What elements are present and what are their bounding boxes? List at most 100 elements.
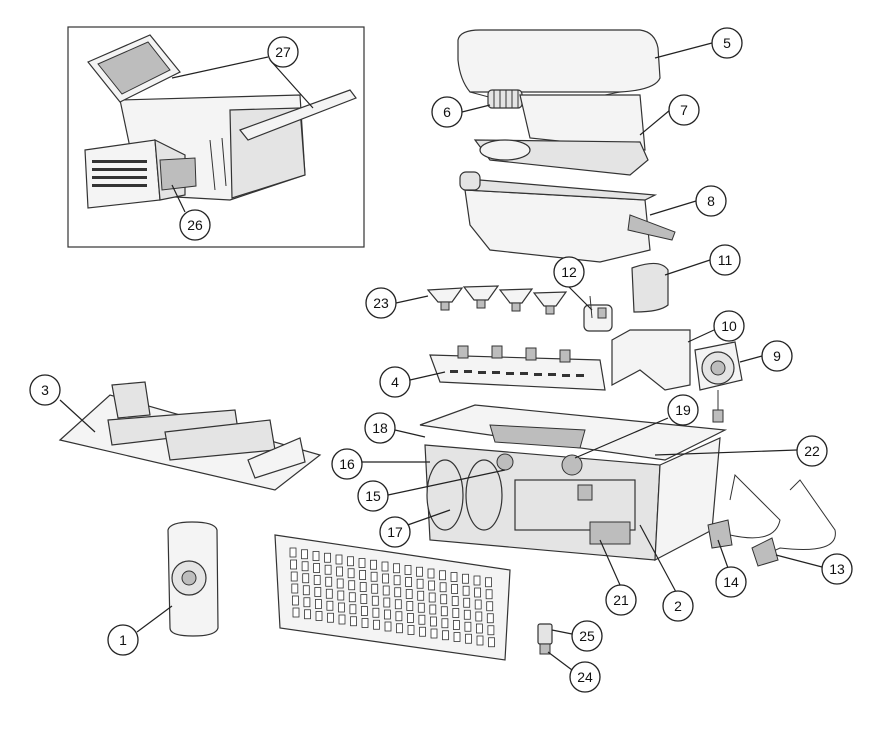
grille-slot [417, 590, 425, 601]
grille-slot [474, 587, 482, 598]
svg-text:23: 23 [373, 295, 389, 311]
grille-slot [405, 589, 413, 599]
callout-17: 17 [379, 516, 411, 548]
grille-slot [348, 580, 356, 591]
svg-text:2: 2 [674, 598, 682, 614]
callout-4: 4 [379, 366, 411, 398]
grille-slot [359, 570, 367, 580]
svg-text:1: 1 [119, 632, 127, 648]
grille-slot [416, 566, 423, 577]
grille-slot [335, 554, 343, 565]
grille-slot [451, 584, 459, 594]
grille-slot [326, 600, 334, 611]
grille-slot [290, 571, 298, 582]
grille-slot [419, 626, 426, 637]
grille-slot [428, 580, 436, 591]
grille-slot [487, 625, 495, 636]
svg-text:4: 4 [391, 374, 399, 390]
grille-slot [394, 587, 402, 598]
grille-slot [440, 594, 448, 605]
grille-slot [485, 577, 492, 588]
callout-11: 11 [709, 244, 741, 276]
grille-slot [302, 573, 310, 584]
svg-text:3: 3 [41, 382, 49, 398]
grille-slot [348, 592, 356, 603]
grille-slot [440, 606, 448, 617]
part-11-cover-piece [631, 262, 669, 313]
front-grille [274, 534, 511, 661]
callout-26: 26 [179, 209, 211, 241]
grille-slot [291, 583, 299, 594]
callout-13: 13 [821, 553, 853, 585]
grille-slot [393, 563, 400, 574]
grille-slot [465, 633, 472, 644]
callout-18: 18 [364, 412, 396, 444]
grille-slot [382, 585, 390, 596]
grille-slot [325, 588, 333, 599]
grille-slot [452, 620, 460, 630]
callout-24: 24 [569, 661, 601, 693]
callout-15: 15 [357, 480, 389, 512]
grille-slot [359, 582, 367, 592]
grille-slot [427, 568, 435, 579]
grille-slot [313, 575, 321, 585]
grille-slot [474, 599, 482, 610]
grille-slot [476, 635, 484, 646]
part-9-fan [694, 341, 743, 423]
grille-slot [301, 549, 308, 560]
grille-slot [361, 618, 369, 628]
grille-slot [486, 601, 494, 612]
svg-text:13: 13 [829, 561, 845, 577]
grille-slot [463, 597, 471, 608]
svg-text:27: 27 [275, 44, 291, 60]
grille-slot [381, 561, 389, 572]
grille-slot [360, 594, 368, 604]
svg-text:10: 10 [721, 318, 737, 334]
callout-19: 19 [667, 394, 699, 426]
svg-text:5: 5 [723, 35, 731, 51]
grille-slot [313, 563, 321, 573]
grille-slot [304, 609, 311, 620]
callout-9: 9 [761, 340, 793, 372]
grille-slot [439, 570, 446, 581]
grille-slot [337, 590, 345, 601]
part-3-log-set [58, 381, 322, 491]
grille-slot [404, 565, 412, 575]
part-1-remote [167, 521, 219, 637]
grille-slot [405, 577, 413, 587]
grille-slot [475, 623, 483, 634]
firebox-body [419, 404, 728, 562]
grille-slot [350, 616, 357, 627]
svg-text:7: 7 [680, 102, 688, 118]
callout-27: 27 [267, 36, 299, 68]
callout-8: 8 [695, 185, 727, 217]
callout-3: 3 [29, 374, 61, 406]
grille-slot [302, 585, 310, 596]
svg-text:14: 14 [723, 574, 739, 590]
grille-slot [442, 630, 449, 641]
grille-slot [450, 572, 458, 582]
grille-slot [464, 621, 472, 632]
svg-text:6: 6 [443, 104, 451, 120]
svg-text:25: 25 [579, 628, 595, 644]
grille-slot [292, 607, 300, 618]
grille-slot [473, 575, 481, 586]
svg-text:21: 21 [613, 592, 629, 608]
callout-22: 22 [796, 435, 828, 467]
callout-10: 10 [713, 310, 745, 342]
grille-slot [327, 612, 334, 623]
grille-slot [371, 595, 379, 606]
callout-7: 7 [668, 94, 700, 126]
inset-vent-slots [92, 160, 147, 187]
grille-slot [324, 552, 331, 563]
svg-text:11: 11 [718, 252, 733, 268]
callout-5: 5 [711, 27, 743, 59]
part-5-top-cover [457, 29, 661, 93]
grille-slot [314, 599, 322, 609]
grille-slot [451, 596, 459, 606]
grille-slot [463, 609, 471, 620]
grille-slot [407, 625, 415, 635]
grille-slot [453, 632, 461, 642]
grille-slot [430, 628, 438, 639]
grille-slots [289, 547, 495, 648]
